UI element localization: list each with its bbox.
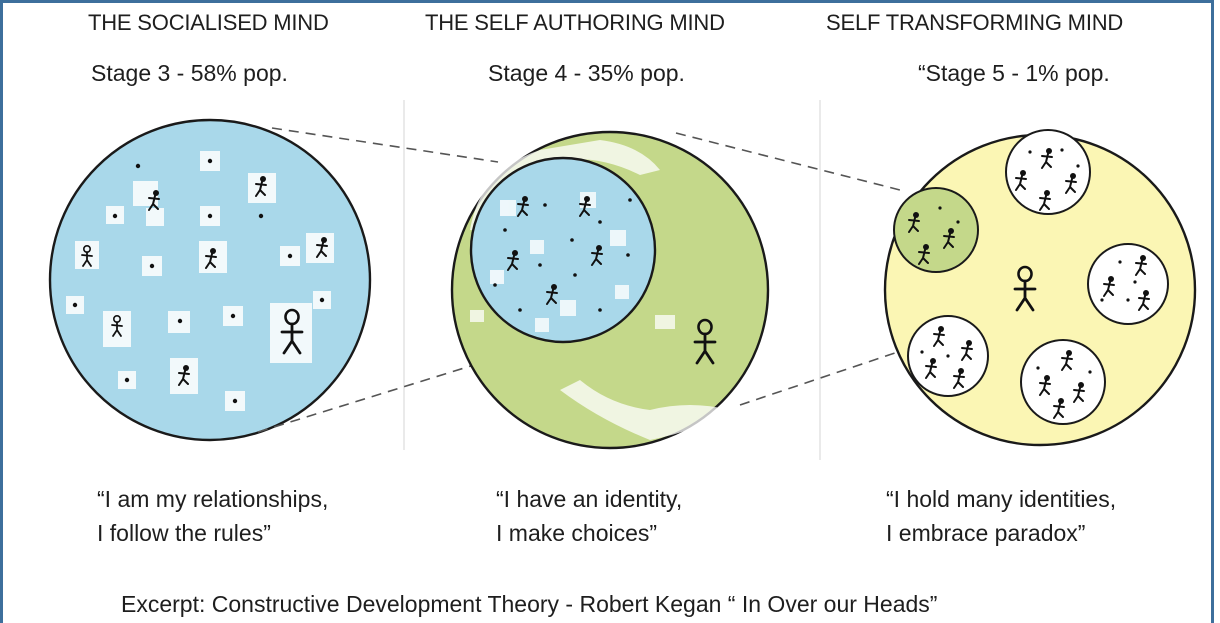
stage-4-circle xyxy=(450,130,770,450)
identity-circle-4 xyxy=(907,315,989,397)
panel-1-quote-line-1: “I am my relationships, xyxy=(97,486,329,512)
stage-5-circle xyxy=(883,129,1197,447)
connector-bottom-1 xyxy=(257,359,491,433)
identity-circle-1 xyxy=(893,187,979,273)
identity-circle-3 xyxy=(1087,243,1169,325)
panel-3-quote-line-1: “I hold many identities, xyxy=(886,486,1117,512)
panel-1-stage: Stage 3 - 58% pop. xyxy=(91,60,288,86)
stage-3-circle xyxy=(48,118,372,442)
identity-circle-5 xyxy=(1020,339,1106,425)
connector-bottom-2 xyxy=(739,314,1009,406)
panel-2-quote-line-1: “I have an identity, xyxy=(496,486,683,512)
panel-1-quote: “I am my relationships, I follow the rul… xyxy=(97,482,328,550)
panel-2-quote: “I have an identity, I make choices” xyxy=(496,482,682,550)
panel-1-title: THE SOCIALISED MIND xyxy=(88,10,329,35)
panel-3-stage: “Stage 5 - 1% pop. xyxy=(918,60,1110,86)
identity-circle-2 xyxy=(1005,129,1091,215)
panel-3-quote: “I hold many identities, I embrace parad… xyxy=(886,482,1116,550)
panel-2-stage: Stage 4 - 35% pop. xyxy=(488,60,685,86)
panel-1-quote-line-2: I follow the rules” xyxy=(97,520,271,546)
panel-3-quote-line-2: I embrace paradox” xyxy=(886,520,1086,546)
source-caption: Excerpt: Constructive Development Theory… xyxy=(121,591,938,617)
connector-top-2 xyxy=(675,132,901,191)
panel-2-quote-line-2: I make choices” xyxy=(496,520,658,546)
panel-2-title: THE SELF AUTHORING MIND xyxy=(425,10,725,35)
panel-3-title: SELF TRANSFORMING MIND xyxy=(826,10,1124,35)
connector-top-1 xyxy=(271,127,499,163)
